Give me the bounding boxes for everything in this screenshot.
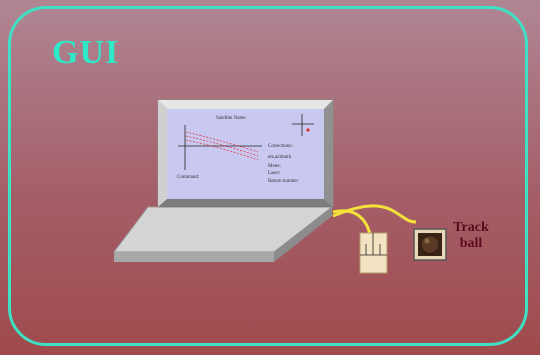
trace-line-3 [185,139,259,161]
trackball-cable [332,204,417,224]
lid-bevel-left [158,100,167,207]
meter-label: Meter: [268,164,282,169]
lid-bevel-top [158,100,333,109]
command-label: Command: [177,175,200,180]
trackball-highlight [424,238,430,244]
trackball-ball [420,235,440,254]
lid-bevel-right [324,100,333,207]
laptop-screen [167,109,324,199]
target-dot [306,128,310,132]
azimuth-label: ele,azimuth [268,155,292,160]
slide-frame [8,6,528,346]
trackball-label: Track ball [449,220,493,252]
laptop-keyboard-deck [112,206,334,253]
satellite-name-label: Satellite Name [216,116,246,121]
trace-line-1 [185,131,259,153]
slide-title: GUI [52,34,120,71]
laptop-base-side [274,207,332,262]
mouse [359,232,388,274]
return-number-label: Return number [268,179,299,184]
trackball-label-line2: ball [459,236,483,251]
lid-bevel-bottom [158,199,333,207]
laser-label: Laser: [268,171,281,176]
mouse-cable [332,209,374,241]
trackball-label-line1: Track [453,220,489,235]
laptop-base-front [114,252,274,262]
trace-line-2 [185,135,259,157]
corrections-label: Corrections: [268,144,293,149]
